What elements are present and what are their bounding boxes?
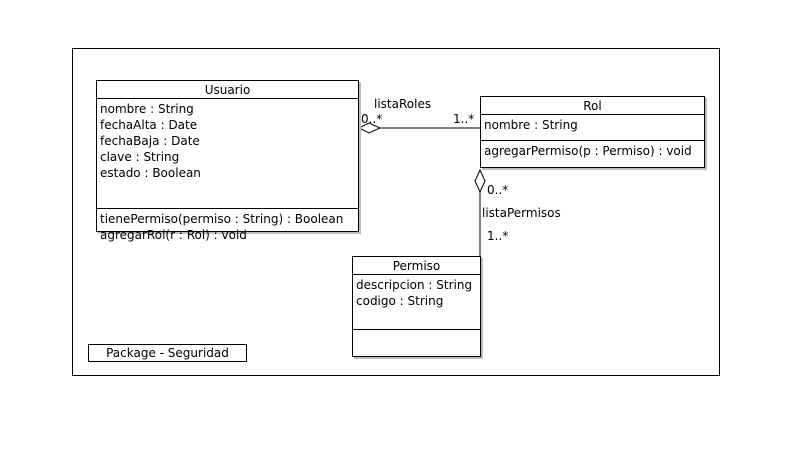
class-rol-attributes: nombre : String <box>481 115 704 141</box>
operation: agregarRol(r : Rol) : void <box>100 228 247 242</box>
multiplicity-rol-permiso-end: 0..* <box>487 183 509 197</box>
class-permiso-operations <box>353 330 480 334</box>
class-usuario-name: Usuario <box>97 81 358 99</box>
class-usuario-attributes: nombre : String fechaAlta : Date fechaBa… <box>97 99 358 209</box>
class-usuario[interactable]: Usuario nombre : String fechaAlta : Date… <box>96 80 359 242</box>
class-rol[interactable]: Rol nombre : String agregarPermiso(p : P… <box>480 96 705 168</box>
attribute: nombre : String <box>100 102 194 116</box>
multiplicity-usuario-end: 0..* <box>361 112 383 126</box>
class-permiso[interactable]: Permiso descripcion : String codigo : St… <box>352 256 481 357</box>
operation: agregarPermiso(p : Permiso) : void <box>484 144 692 158</box>
role-label-lista-roles: listaRoles <box>374 97 432 111</box>
package-label: Package - Seguridad <box>88 344 247 362</box>
attribute: clave : String <box>100 150 180 164</box>
usuario-aggregation-diamond <box>357 122 382 134</box>
attribute: descripcion : String <box>356 278 473 292</box>
multiplicity-permiso-end: 1..* <box>487 229 509 243</box>
package-frame <box>72 48 720 376</box>
class-rol-operations: agregarPermiso(p : Permiso) : void <box>481 141 704 161</box>
multiplicity-rol-end: 1..* <box>453 112 475 126</box>
attribute: nombre : String <box>484 118 578 132</box>
attribute: codigo : String <box>356 294 444 308</box>
class-usuario-operations: tienePermiso(permiso : String) : Boolean… <box>97 209 358 245</box>
class-rol-name: Rol <box>481 97 704 115</box>
operation: tienePermiso(permiso : String) : Boolean <box>100 212 344 226</box>
attribute: estado : Boolean <box>100 166 201 180</box>
class-permiso-name: Permiso <box>353 257 480 275</box>
attribute: fechaAlta : Date <box>100 118 198 132</box>
role-label-lista-permisos: listaPermisos <box>482 206 561 220</box>
rol-aggregation-diamond <box>474 168 486 194</box>
class-permiso-attributes: descripcion : String codigo : String <box>353 275 480 330</box>
attribute: fechaBaja : Date <box>100 134 200 148</box>
